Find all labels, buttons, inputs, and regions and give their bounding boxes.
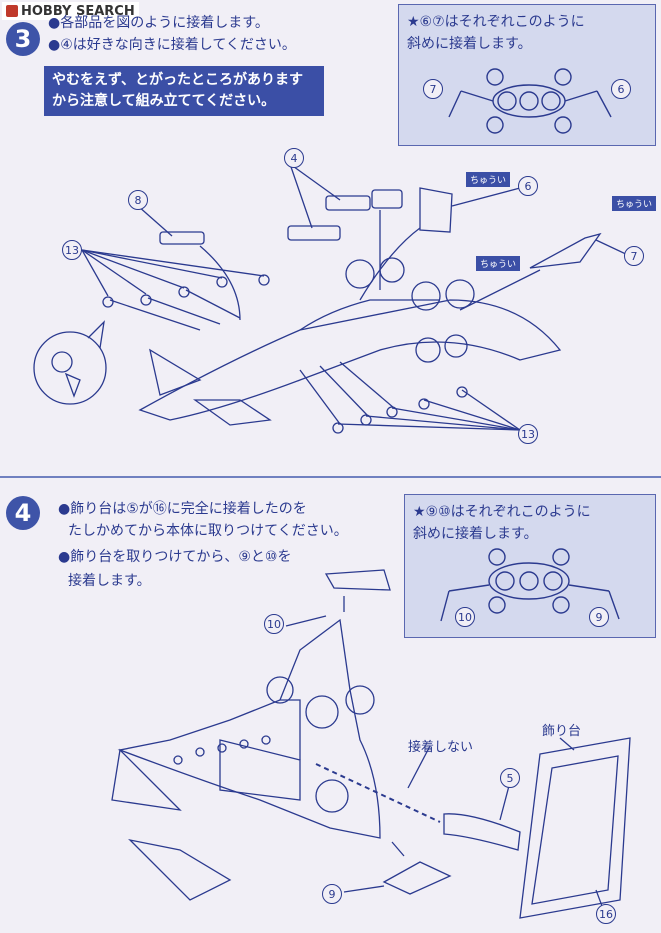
- part-label-13-right: 13: [518, 424, 538, 444]
- step-4-inset-drawing: [440, 548, 620, 622]
- caution-line-2: から注意して組み立ててください。: [52, 93, 276, 109]
- part-label-16: 16: [596, 904, 616, 924]
- step-4-line-1: ●飾り台は⑤が⑯に完全に接着したのを: [58, 501, 307, 517]
- caution-tag-1: ちゅうい: [466, 172, 511, 187]
- part-label-10: 10: [264, 614, 284, 634]
- step-3-inset-line-2: 斜めに接着します。: [407, 36, 532, 52]
- hobby-search-logo: HOBBY SEARCH: [2, 2, 139, 20]
- step-3-line-2: ●④は好きな向きに接着してください。: [48, 37, 296, 53]
- step-3-inset: ★⑥⑦はそれぞれこのように 斜めに接着します。 7 6: [398, 4, 656, 146]
- part-label-6: 6: [518, 176, 538, 196]
- inset-label-7: 7: [423, 79, 443, 99]
- logo-text: HOBBY SEARCH: [21, 3, 135, 19]
- step-4-number: 4: [6, 496, 40, 530]
- caution-tag-2: ちゅうい: [476, 256, 521, 271]
- inset-label-10: 10: [455, 607, 475, 627]
- part-label-5: 5: [500, 768, 520, 788]
- step-4-inset-caption: ★⑨⑩はそれぞれこのように 斜めに接着します。: [413, 501, 591, 545]
- stand-callout: 飾り台: [542, 724, 582, 739]
- step-3-inset-caption: ★⑥⑦はそれぞれこのように 斜めに接着します。: [407, 11, 585, 55]
- section-divider: [0, 476, 661, 478]
- part-label-4: 4: [284, 148, 304, 168]
- step-4-inset-line-1: ★⑨⑩はそれぞれこのように: [413, 504, 591, 520]
- inset-label-6: 6: [611, 79, 631, 99]
- step-3-ship-drawing: [33, 163, 631, 434]
- step-3-line-1: ●各部品を図のように接着します。: [48, 15, 269, 31]
- caution-box: やむをえず、とがったところがあります から注意して組み立ててください。: [44, 66, 324, 116]
- inset-label-9: 9: [589, 607, 609, 627]
- part-label-9: 9: [322, 884, 342, 904]
- step-4-inset-line-2: 斜めに接着します。: [413, 526, 538, 542]
- caution-line-1: やむをえず、とがったところがあります: [52, 72, 304, 88]
- step-4-line-4: 接着します。: [68, 573, 151, 589]
- step-3-inset-line-1: ★⑥⑦はそれぞれこのように: [407, 14, 585, 30]
- step-4-inset: ★⑨⑩はそれぞれこのように 斜めに接着します。 10 9: [404, 494, 656, 638]
- step-3-number: 3: [6, 22, 40, 56]
- step-3-inset-drawing: [448, 68, 612, 134]
- logo-mark-icon: [6, 5, 18, 17]
- caution-tag-3: ちゅうい: [612, 196, 657, 211]
- part-label-13-left: 13: [62, 240, 82, 260]
- part-label-8: 8: [128, 190, 148, 210]
- no-glue-callout: 接着しない: [408, 740, 474, 755]
- step-4-line-3: ●飾り台を取りつけてから、⑨と⑩を: [58, 549, 292, 565]
- part-label-7: 7: [624, 246, 644, 266]
- step-4-line-2: たしかめてから本体に取りつけてください。: [68, 523, 348, 539]
